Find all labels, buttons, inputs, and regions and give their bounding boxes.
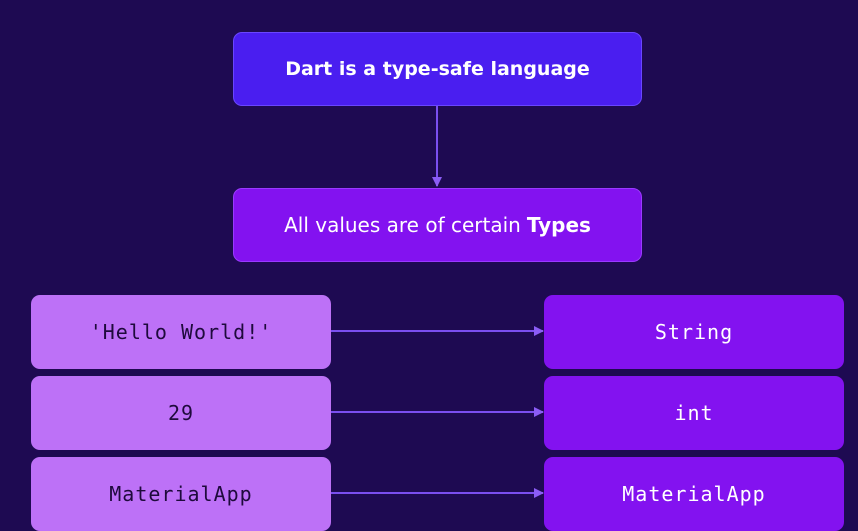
subheading-box: All values are of certain Types [233,188,642,262]
type-box: MaterialApp [544,457,844,531]
type-text: MaterialApp [622,482,766,506]
value-text: 29 [167,401,195,425]
subheading-emphasis: Types [526,213,591,237]
type-box: String [544,295,844,369]
value-text: 'Hello World!' [89,320,273,344]
heading-text: Dart is a type-safe language [285,58,590,80]
type-text: int [674,401,714,425]
type-text: String [654,320,734,344]
connectors [331,106,544,498]
type-box: int [544,376,844,450]
value-box: 'Hello World!' [31,295,331,369]
subheading-text: All values are of certain [284,213,521,237]
value-box: 29 [31,376,331,450]
value-box: MaterialApp [31,457,331,531]
value-text: MaterialApp [109,482,253,506]
heading-box: Dart is a type-safe language [233,32,642,106]
